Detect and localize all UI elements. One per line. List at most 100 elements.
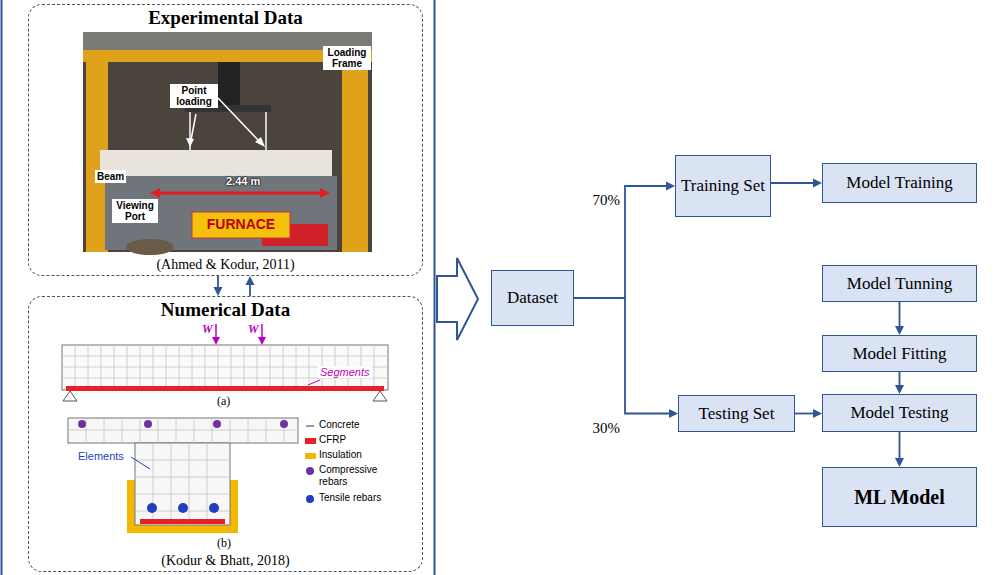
legend-text: Tensile rebars <box>319 492 399 504</box>
span-arrow <box>158 192 322 195</box>
leader-line <box>218 98 260 142</box>
flange <box>68 418 298 443</box>
connector <box>246 276 255 296</box>
box-label: Experimental Data <box>29 8 422 29</box>
figure-label: (a) <box>217 395 230 408</box>
legend-text: Insulation <box>319 449 399 461</box>
support <box>373 391 387 401</box>
actuator <box>218 62 240 107</box>
legend-symbol <box>306 425 314 427</box>
photo-callout: Beam <box>95 170 126 183</box>
process-box: Testing Set <box>678 395 795 432</box>
web <box>135 443 230 525</box>
box-label: Training Set <box>681 176 765 196</box>
tensile-rebar <box>209 503 219 513</box>
legend-symbol <box>306 467 314 475</box>
support <box>63 391 77 401</box>
arrow-head <box>246 276 255 285</box>
connector-line <box>899 302 901 326</box>
process-box: Model Fitting <box>822 335 977 372</box>
part-label: Elements <box>78 450 124 462</box>
arrow-head <box>669 409 678 418</box>
connector-line <box>574 186 666 298</box>
connector <box>214 276 223 296</box>
connector-line <box>249 285 251 296</box>
connector <box>795 409 822 418</box>
legend-text: Concrete <box>319 419 399 431</box>
photo-callout: Loading Frame <box>323 46 371 70</box>
tensile-rebar <box>178 503 188 513</box>
legend-text: CFRP <box>319 434 399 446</box>
arrow-head <box>895 385 904 394</box>
box-label: Model Testing <box>850 403 948 423</box>
person <box>126 239 174 255</box>
tensile-rebar <box>147 503 157 513</box>
part-label: Segments <box>318 366 372 378</box>
load-arrow <box>215 324 217 338</box>
legend-text: Compressive rebars <box>319 464 399 488</box>
box-label: ML Model <box>854 486 945 509</box>
arrow-head <box>813 409 822 418</box>
load-label: W <box>202 323 213 336</box>
connector <box>895 372 904 394</box>
load-label: W <box>248 323 259 336</box>
box-label: Dataset <box>507 288 558 308</box>
leader-line <box>131 457 150 469</box>
connector <box>574 182 675 299</box>
compressive-rebar <box>78 420 86 428</box>
edge-label: 70% <box>593 192 621 209</box>
compressive-rebar <box>213 420 221 428</box>
legend-symbol <box>306 495 314 503</box>
connector-line <box>795 413 813 415</box>
connector-line <box>217 276 219 287</box>
source-group: Experimental Data (Ahmed & Kodur, 2011) <box>28 4 423 276</box>
arrow-head <box>255 137 265 147</box>
furnace-sign <box>192 212 290 238</box>
dimension: 2.44 m <box>226 175 260 188</box>
connector-line <box>771 182 813 184</box>
arrow-head <box>666 182 675 191</box>
photo-ground <box>83 32 372 252</box>
sign-text: FURNACE <box>192 216 290 233</box>
photo-callout: Viewing Port <box>112 199 158 223</box>
load-rod <box>265 112 267 150</box>
arrow-head <box>150 188 160 198</box>
segment-grid <box>62 345 388 390</box>
caption-text: (Ahmed & Kodur, 2011) <box>29 257 422 272</box>
connector-line <box>899 372 901 385</box>
source-group: Numerical Data (Kodur & Bhatt, 2018) <box>28 296 423 572</box>
frame-column <box>342 50 368 252</box>
connector <box>895 302 904 335</box>
leader-line <box>308 380 320 385</box>
arrow-head <box>320 188 330 198</box>
compressive-rebar <box>144 420 152 428</box>
box-label: Model Fitting <box>853 344 947 364</box>
arrow-head <box>813 179 822 188</box>
process-box: Dataset <box>491 270 574 326</box>
box-label: Model Tunning <box>847 274 952 294</box>
box-label: Numerical Data <box>29 300 422 321</box>
flow-arrow <box>437 258 478 340</box>
connector <box>771 179 822 188</box>
compressive-rebar <box>280 420 288 428</box>
source-panel <box>2 0 435 575</box>
cfrp-strip <box>66 386 384 391</box>
process-box: Model Training <box>822 163 977 203</box>
arrow-head <box>895 326 904 335</box>
photo-callout: Point loading <box>170 84 218 108</box>
figure-label: (b) <box>217 537 231 550</box>
cfrp-strip <box>140 519 225 524</box>
arrow-head <box>186 138 194 147</box>
legend-swatch <box>305 438 316 444</box>
box-label: Testing Set <box>699 404 775 424</box>
connector-line <box>899 432 901 458</box>
test-beam <box>100 150 332 176</box>
leader-line <box>191 114 196 140</box>
process-box: Training Set <box>675 155 771 217</box>
caption-text: (Kodur & Bhatt, 2018) <box>29 553 422 568</box>
process-box: Model Tunning <box>822 265 977 302</box>
result-box: ML Model <box>822 467 977 527</box>
legend-swatch <box>305 453 316 459</box>
connector <box>895 432 904 467</box>
